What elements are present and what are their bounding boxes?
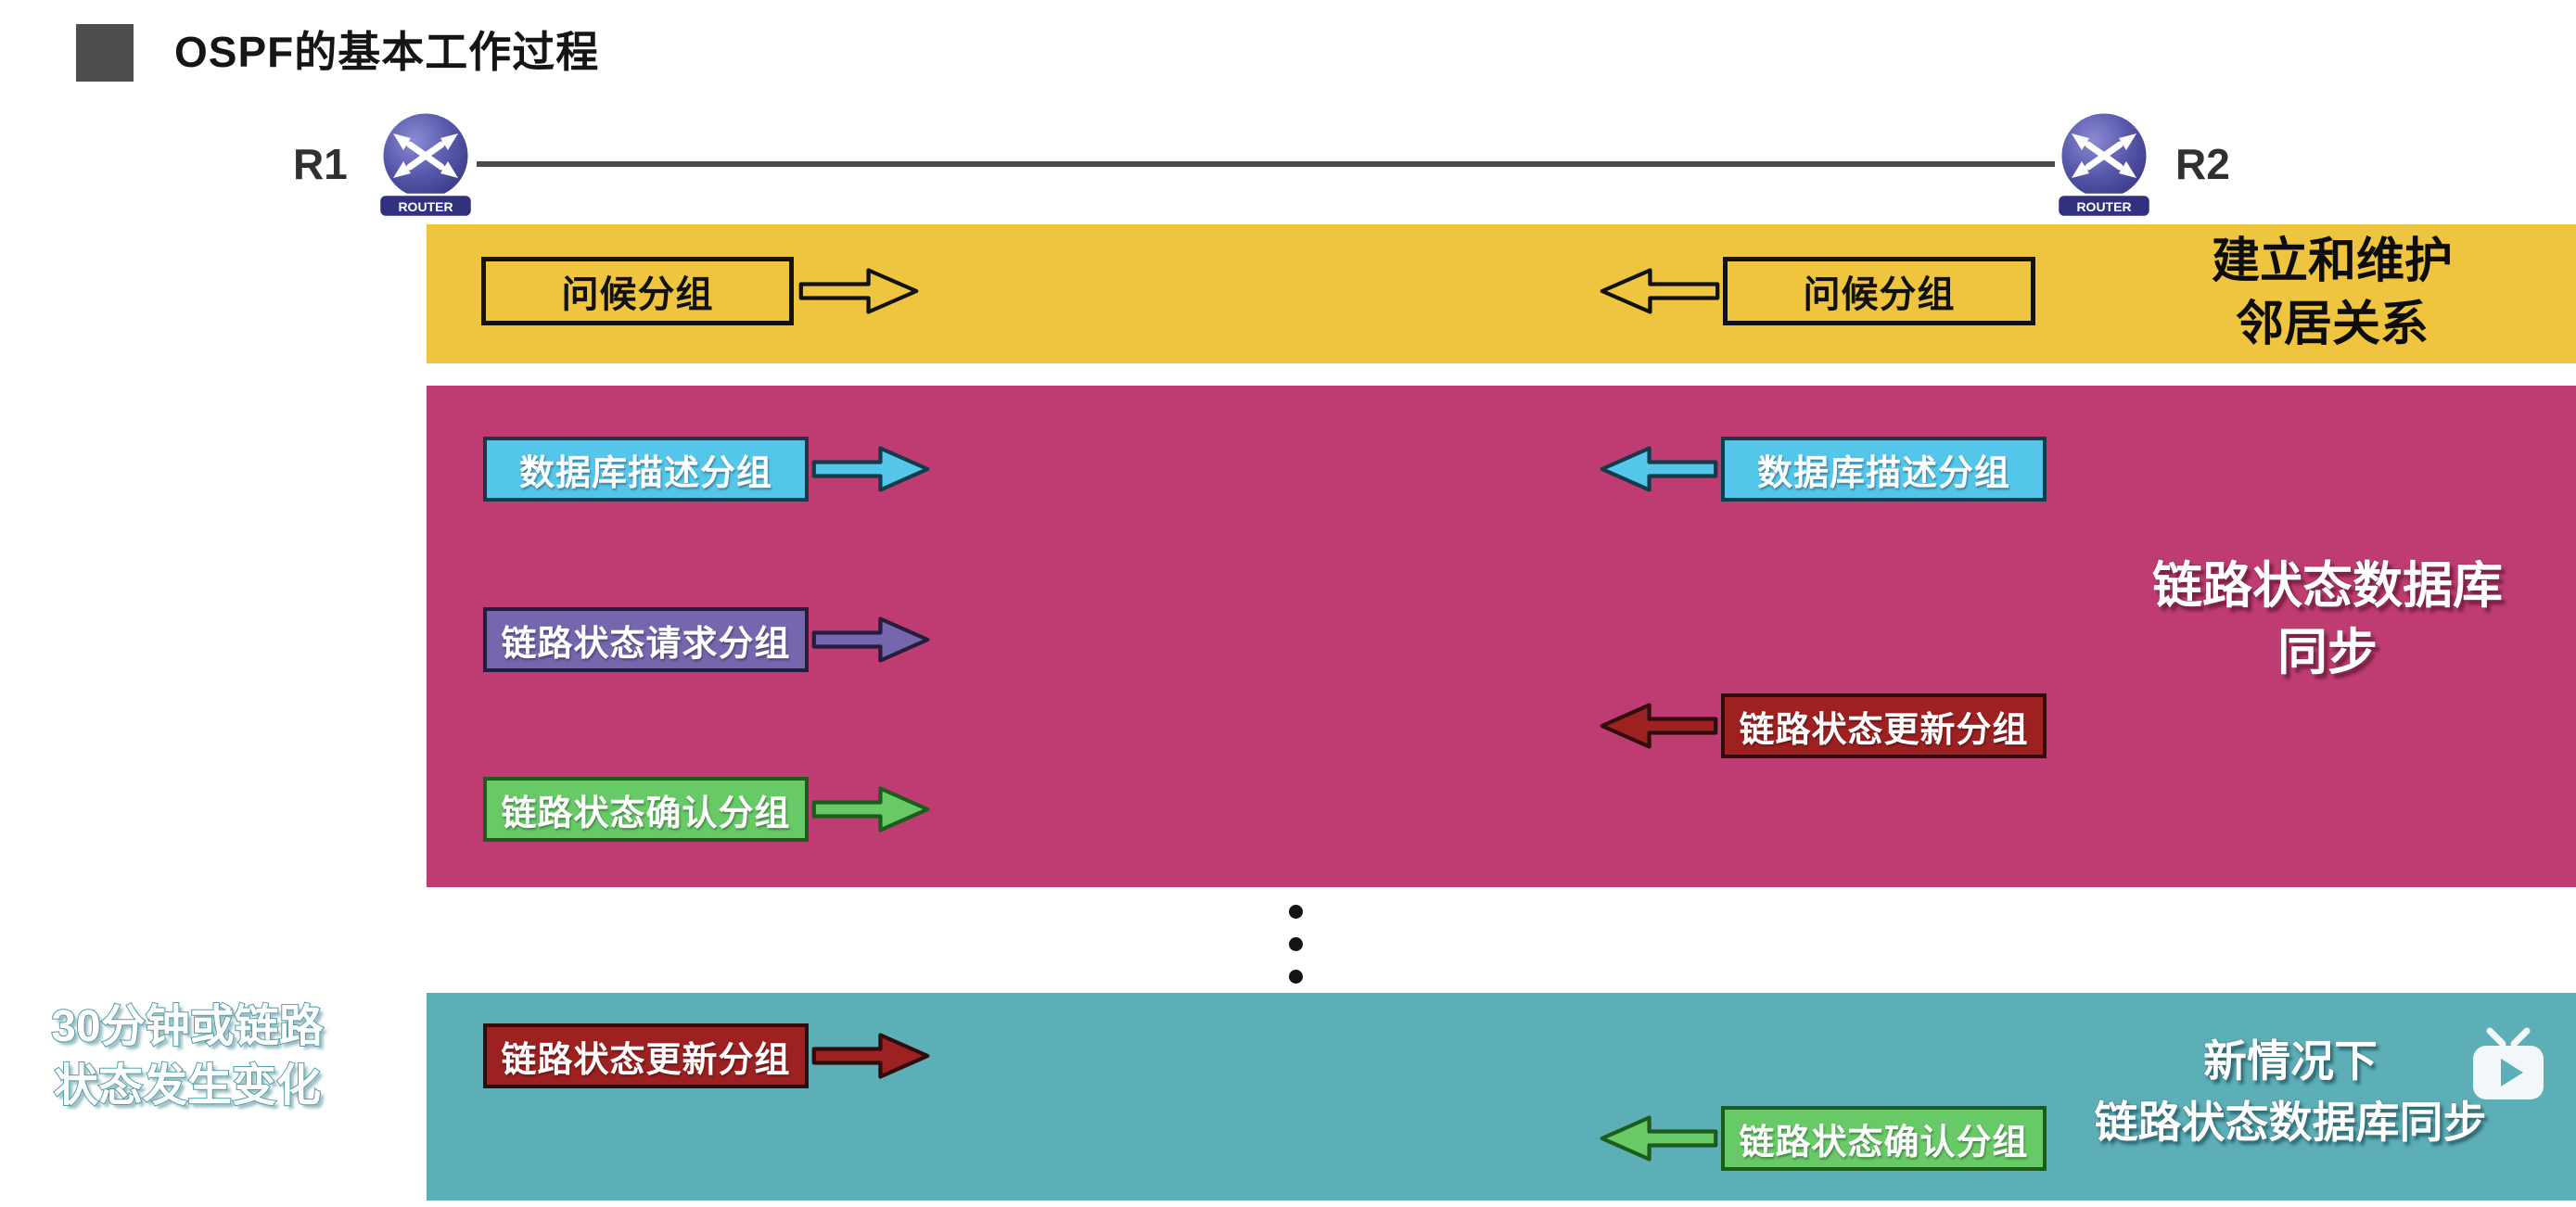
update-lsu-packet: 链路状态更新分组 xyxy=(483,1023,809,1088)
hello-purpose-line1: 建立和维护 xyxy=(2211,235,2453,288)
router1-label: R1 xyxy=(293,140,348,188)
dd-packet-right: 数据库描述分组 xyxy=(1721,437,2047,502)
arrow-left-icon xyxy=(1597,1111,1719,1166)
hello-packet-right: 问候分组 xyxy=(1723,257,2035,325)
arrow-left-icon xyxy=(1597,441,1719,497)
lsack-packet-left: 链路状态确认分组 xyxy=(483,777,809,842)
trigger-note-line1: 30分钟或链路 xyxy=(50,1001,324,1052)
arrow-right-icon xyxy=(810,441,933,497)
router1-caption: ROUTER xyxy=(398,199,453,214)
arrow-left-icon xyxy=(1597,263,1721,319)
video-player-tv-icon[interactable] xyxy=(2465,1023,2552,1112)
arrow-right-icon xyxy=(810,612,933,667)
trigger-note-line2: 状态发生变化 xyxy=(53,1061,322,1112)
lsu-packet-right: 链路状态更新分组 xyxy=(1721,693,2047,758)
arrow-right-icon xyxy=(810,1028,933,1084)
update-purpose-line2: 链路状态数据库同步 xyxy=(2094,1098,2487,1148)
update-purpose-label: 新情况下 链路状态数据库同步 xyxy=(2031,1031,2550,1153)
router2-caption: ROUTER xyxy=(2076,199,2131,214)
sync-purpose-label: 链路状态数据库 同步 xyxy=(2086,553,2569,686)
router2-label: R2 xyxy=(2175,140,2230,188)
router2-icon: ROUTER xyxy=(2051,109,2157,219)
page-title: OSPF的基本工作过程 xyxy=(174,28,600,76)
lsr-packet: 链路状态请求分组 xyxy=(483,607,809,672)
arrow-right-icon xyxy=(797,263,922,319)
update-purpose-line1: 新情况下 xyxy=(2203,1036,2378,1086)
sync-purpose-line1: 链路状态数据库 xyxy=(2152,558,2504,615)
hello-purpose-label: 建立和维护 邻居关系 xyxy=(2096,230,2569,356)
hello-purpose-line2: 邻居关系 xyxy=(2235,298,2429,351)
title-bullet-square xyxy=(76,24,134,82)
update-lsack-packet: 链路状态确认分组 xyxy=(1721,1106,2047,1171)
sync-purpose-line2: 同步 xyxy=(2277,625,2378,681)
arrow-right-icon xyxy=(810,781,933,837)
router1-icon: ROUTER xyxy=(373,109,478,219)
hello-phase-band xyxy=(427,224,2576,363)
vertical-ellipsis-dot xyxy=(1289,970,1303,984)
vertical-ellipsis-dot xyxy=(1289,905,1303,919)
trigger-note-label: 30分钟或链路 状态发生变化 xyxy=(6,997,369,1116)
arrow-left-icon xyxy=(1597,698,1719,754)
vertical-ellipsis-dot xyxy=(1289,937,1303,951)
hello-packet-left: 问候分组 xyxy=(481,257,794,325)
dd-packet-left: 数据库描述分组 xyxy=(483,437,809,502)
link-line xyxy=(477,161,2055,167)
